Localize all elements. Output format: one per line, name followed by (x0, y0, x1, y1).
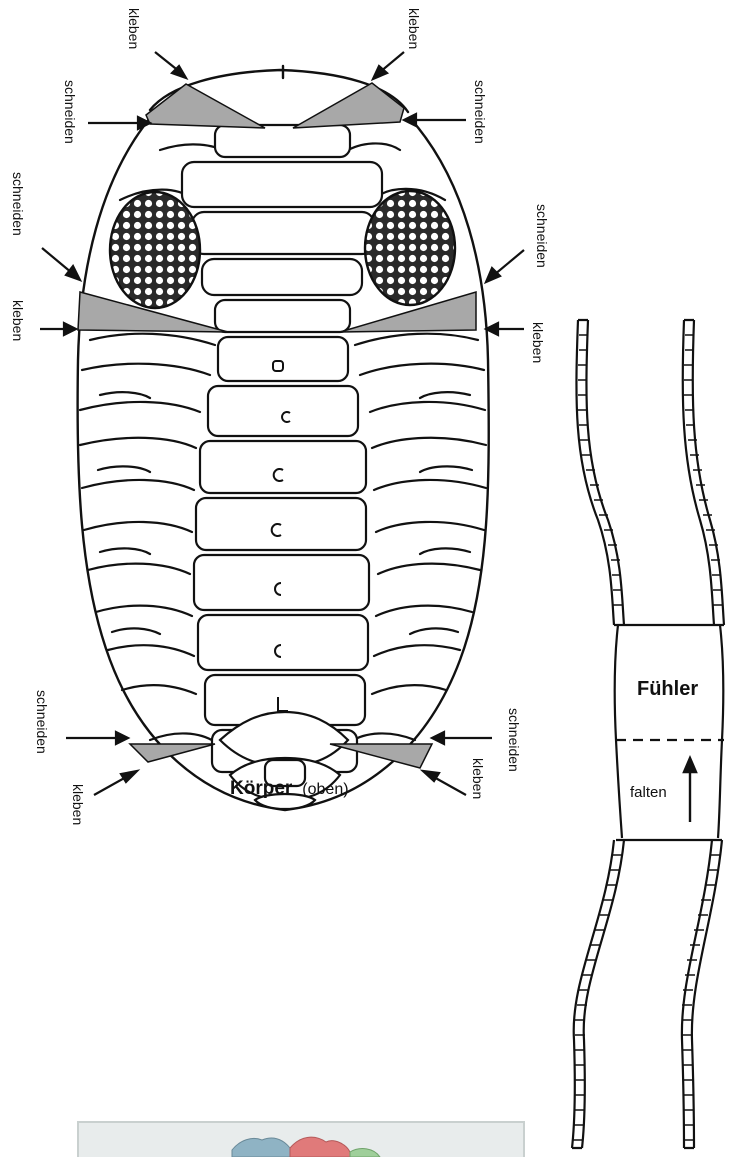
label-cut-top-right: schneiden (472, 80, 488, 144)
body-subtitle: (oben) (302, 781, 348, 798)
label-glue-top-right: kleben (406, 8, 422, 49)
label-cut-bottom-left: schneiden (34, 690, 50, 754)
body-title: Körper (230, 778, 292, 799)
antenna-bead-marks (573, 335, 722, 1140)
label-cut-mid-right: schneiden (534, 204, 550, 268)
label-cut-bottom-right: schneiden (506, 708, 522, 772)
label-cut-mid-left: schneiden (10, 172, 26, 236)
label-glue-bottom-left: kleben (70, 784, 86, 825)
fold-label: falten (630, 784, 667, 801)
right-eye (365, 191, 455, 305)
label-cut-top-left: schneiden (62, 80, 78, 144)
label-glue-mid-left: kleben (10, 300, 26, 341)
body-caption: Körper (oben) (230, 778, 349, 800)
label-glue-mid-right: kleben (530, 322, 546, 363)
photo-preview (78, 1122, 524, 1157)
label-glue-bottom-right: kleben (470, 758, 486, 799)
antenna-title: Fühler (637, 678, 698, 701)
center-plates (182, 125, 382, 772)
fold-arrow (684, 758, 696, 822)
left-eye (110, 192, 200, 308)
label-glue-top-left: kleben (126, 8, 142, 49)
antenna-template (572, 320, 724, 1148)
